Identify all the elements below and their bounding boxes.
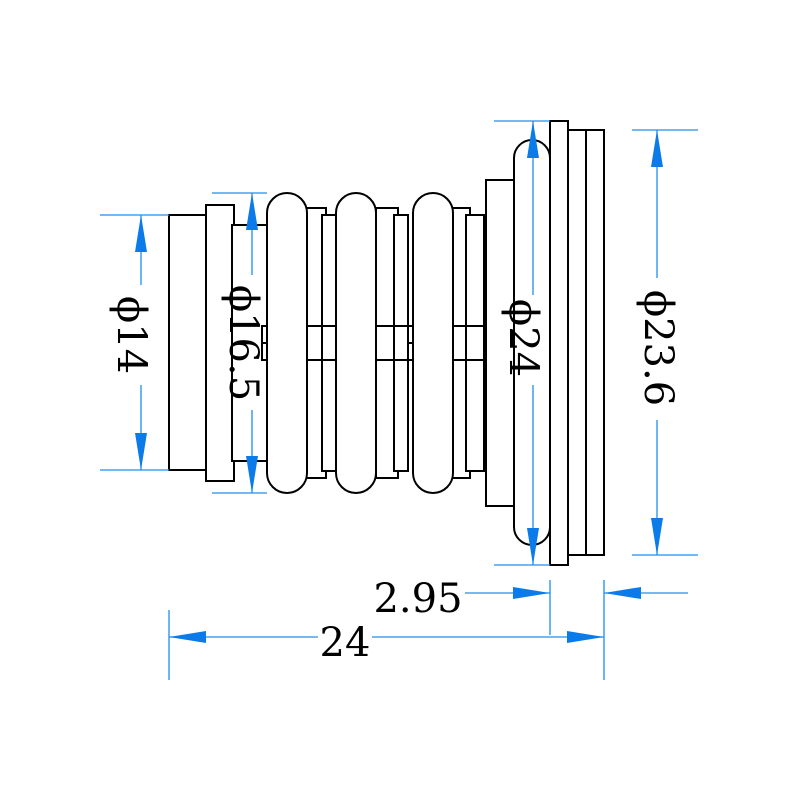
- dimension-dia-16-5: ϕ16.5: [212, 192, 267, 494]
- dimension-label: 24: [320, 620, 371, 666]
- dimension-dia-14: ϕ14: [100, 214, 169, 471]
- rear-step: [485, 179, 517, 507]
- dimension-label: 2.95: [373, 576, 462, 622]
- dimension-dia-24: ϕ24: [494, 120, 550, 566]
- dimension-label: ϕ24: [500, 299, 546, 377]
- dim-arrow-left: [169, 631, 206, 643]
- dim-arrow-up: [246, 193, 258, 230]
- o-ring-1: [266, 192, 308, 494]
- dimension-label: ϕ14: [108, 296, 154, 374]
- o-ring-3: [412, 192, 454, 494]
- dimension-label: ϕ16.5: [220, 285, 266, 401]
- dim-arrow-up: [527, 121, 539, 158]
- dim-arrow-up: [135, 215, 147, 252]
- dimension-thickness-2-95: 2.95: [373, 576, 688, 680]
- groove-wall-2: [393, 214, 409, 472]
- left-collar: [205, 204, 235, 482]
- dimension-length-24: 24: [168, 610, 604, 680]
- dim-arrow-right: [513, 587, 550, 599]
- dim-arrow-left: [604, 587, 641, 599]
- o-ring-2: [335, 192, 377, 494]
- groove-wall-3: [465, 214, 485, 472]
- dimension-label: ϕ23.6: [635, 290, 681, 406]
- dim-arrow-right: [567, 631, 604, 643]
- dim-arrow-down: [246, 456, 258, 493]
- dim-arrow-down: [135, 433, 147, 470]
- dim-arrow-up: [651, 130, 663, 167]
- left-spigot: [168, 214, 208, 471]
- dim-arrow-down: [651, 518, 663, 555]
- head-flange-plate: [549, 120, 569, 566]
- dim-arrow-down: [527, 528, 539, 565]
- groove-wall-1: [321, 214, 337, 472]
- dimension-dia-23-6: ϕ23.6: [632, 129, 698, 556]
